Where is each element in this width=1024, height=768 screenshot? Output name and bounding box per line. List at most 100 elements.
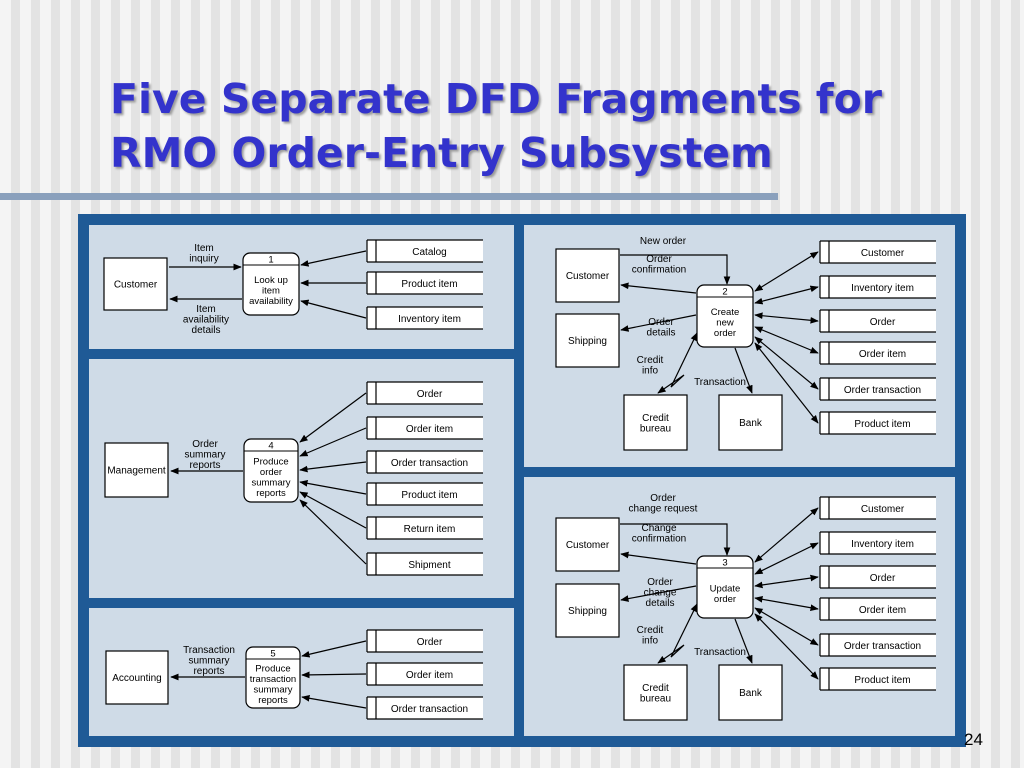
flow-arrow bbox=[299, 491, 367, 529]
entity-shipping: Shipping bbox=[555, 313, 620, 368]
process-number: 3 bbox=[722, 558, 727, 569]
process-number: 5 bbox=[270, 649, 275, 660]
data-store-label: Order item bbox=[859, 605, 906, 616]
data-store: Inventory item bbox=[366, 306, 483, 330]
data-store-label: Order transaction bbox=[844, 385, 921, 396]
data-store-label: Customer bbox=[861, 504, 905, 515]
data-store-label: Order transaction bbox=[391, 458, 468, 469]
flow-arrow bbox=[620, 282, 697, 294]
entity-accounting: Accounting bbox=[105, 650, 169, 705]
data-store: Order item bbox=[819, 341, 936, 365]
entity-label: Bank bbox=[739, 418, 763, 429]
data-store-label: Order bbox=[417, 637, 443, 648]
data-store: Order bbox=[366, 629, 483, 653]
data-store-label: Order bbox=[417, 389, 443, 400]
entity-label: Accounting bbox=[112, 673, 161, 684]
flow-arrow bbox=[300, 299, 367, 319]
entity-bank: Bank bbox=[718, 664, 783, 721]
data-store-label: Order transaction bbox=[391, 704, 468, 715]
data-store-label: Order item bbox=[406, 670, 453, 681]
data-store: Order transaction bbox=[819, 633, 936, 657]
process-number: 4 bbox=[268, 441, 273, 452]
data-store: Order item bbox=[819, 597, 936, 621]
data-store: Order transaction bbox=[366, 450, 483, 474]
data-store: Customer bbox=[819, 240, 936, 264]
flow-arrow bbox=[620, 314, 697, 332]
two-way-flow-arrow bbox=[754, 251, 819, 292]
data-store-label: Product item bbox=[401, 279, 457, 290]
two-way-flow-arrow bbox=[754, 574, 819, 589]
flow-label-transaction: Transaction bbox=[694, 377, 746, 388]
two-way-flow-arrow bbox=[754, 326, 819, 354]
entity-shipping: Shipping bbox=[555, 583, 620, 638]
data-store: Order transaction bbox=[366, 696, 483, 720]
flow-arrow bbox=[299, 427, 367, 457]
two-way-flow-arrow-credit bbox=[657, 332, 698, 394]
data-store-label: Product item bbox=[401, 490, 457, 501]
entity-label: Management bbox=[107, 466, 166, 477]
two-way-flow-arrow bbox=[754, 595, 819, 612]
data-store-label: Customer bbox=[861, 248, 905, 259]
flow-arrow bbox=[301, 640, 367, 658]
data-store: Order item bbox=[366, 662, 483, 686]
data-store-label: Inventory item bbox=[851, 283, 914, 294]
flow-arrow bbox=[301, 671, 367, 679]
slide-title: Five Separate DFD Fragments for RMO Orde… bbox=[110, 72, 882, 180]
flow-arrow bbox=[300, 250, 367, 267]
data-store-label: Order item bbox=[406, 424, 453, 435]
data-store: Customer bbox=[819, 496, 936, 520]
data-store: Order item bbox=[366, 416, 483, 440]
data-store-label: Catalog bbox=[412, 247, 446, 258]
data-store: Product item bbox=[366, 271, 483, 295]
data-store: Order bbox=[366, 381, 483, 405]
flow-arrow bbox=[299, 461, 367, 473]
entity-customer: Customer bbox=[555, 248, 620, 303]
data-store: Product item bbox=[819, 411, 936, 435]
entity-label: Customer bbox=[566, 271, 610, 282]
flow-arrow bbox=[620, 551, 697, 565]
flow-arrow bbox=[734, 618, 753, 664]
flow-arrow-request bbox=[620, 523, 731, 556]
flow-arrow-request bbox=[620, 254, 731, 285]
data-store: Inventory item bbox=[819, 275, 936, 299]
data-store: Product item bbox=[366, 482, 483, 506]
data-store: Catalog bbox=[366, 239, 483, 263]
flow-arrow bbox=[301, 694, 367, 709]
flow-arrow bbox=[620, 585, 697, 602]
page-number: 24 bbox=[964, 730, 983, 749]
data-store: Inventory item bbox=[819, 531, 936, 555]
process-number: 2 bbox=[722, 287, 727, 298]
data-store-label: Order bbox=[870, 573, 896, 584]
two-way-flow-arrow bbox=[754, 613, 819, 680]
two-way-flow-arrow bbox=[754, 312, 819, 324]
title-line-2: RMO Order-Entry Subsystem bbox=[110, 129, 773, 177]
data-store: Order bbox=[819, 309, 936, 333]
flow-arrow bbox=[299, 499, 367, 565]
entity-label: Shipping bbox=[568, 606, 607, 617]
data-store-label: Shipment bbox=[408, 560, 450, 571]
two-way-flow-arrow-credit bbox=[657, 603, 698, 664]
entity-label: Customer bbox=[566, 540, 610, 551]
data-store-label: Return item bbox=[404, 524, 456, 535]
data-store-label: Inventory item bbox=[398, 314, 461, 325]
two-way-flow-arrow bbox=[754, 542, 819, 575]
